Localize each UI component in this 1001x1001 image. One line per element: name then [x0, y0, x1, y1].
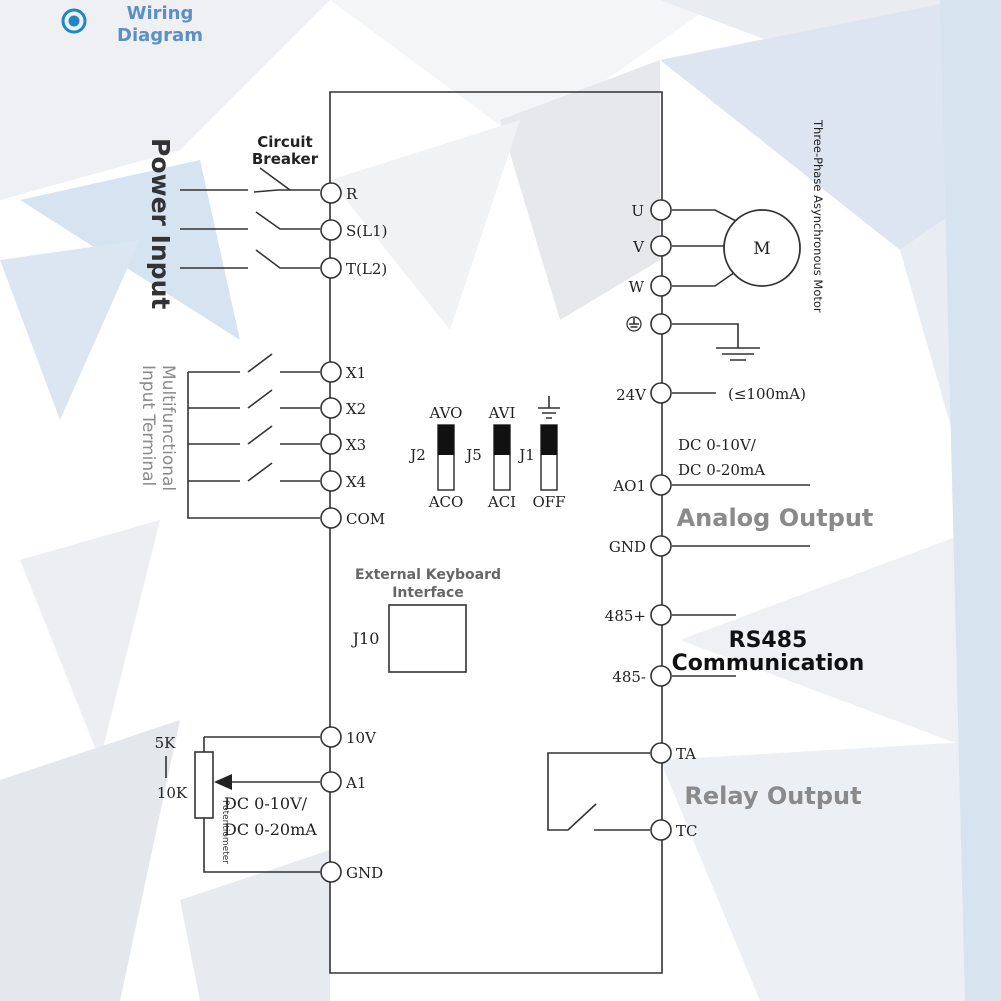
- terminal-24v: [650, 382, 672, 404]
- jumper-j2-top: AVO: [429, 404, 463, 422]
- jumper-j2-id: J2: [408, 446, 426, 464]
- header-bullet-icon: [61, 8, 87, 34]
- relay-output-label: Relay Output: [684, 782, 861, 810]
- jumper-j5-bottom: ACI: [487, 493, 516, 511]
- ai-range-line2: DC 0-20mA: [224, 820, 317, 839]
- terminal-t-label: T(L2): [346, 260, 387, 278]
- terminal-485-plus-label: 485+: [605, 607, 646, 625]
- ao-range-line1: DC 0-10V/: [678, 436, 757, 454]
- terminal-s-label: S(L1): [346, 222, 387, 240]
- keyboard-port: [388, 604, 467, 673]
- terminal-r: [320, 182, 342, 204]
- terminal-gnd-right: [650, 535, 672, 557]
- terminal-w-label: W: [629, 278, 645, 296]
- motor-caption: Three-Phase Asynchronous Motor: [811, 119, 825, 313]
- relay-output-section: TA TC Relay Output: [547, 742, 862, 841]
- jumper-j2-bottom: ACO: [428, 493, 464, 511]
- terminal-485-plus: [650, 604, 672, 626]
- terminal-gnd-right-label: GND: [609, 538, 646, 556]
- motor-section: M Three-Phase Asynchronous Motor U V W: [626, 119, 825, 361]
- terminal-485-minus: [650, 665, 672, 687]
- terminal-x2-label: X2: [346, 400, 366, 418]
- terminal-v-label: V: [632, 238, 645, 256]
- pot-range-bottom: 10K: [157, 784, 188, 802]
- terminal-x4-label: X4: [346, 473, 366, 491]
- keyboard-interface: External Keyboard Interface J10: [351, 567, 501, 673]
- terminal-com: [320, 507, 342, 529]
- terminal-tc-label: TC: [676, 822, 697, 840]
- terminal-x1: [320, 361, 342, 383]
- terminal-s: [320, 219, 342, 241]
- ai-range-line1: DC 0-10V/: [224, 794, 308, 813]
- terminal-ao1: [650, 474, 672, 496]
- terminal-u: [650, 199, 672, 221]
- analog-output-label: Analog Output: [677, 504, 874, 532]
- terminal-x3: [320, 433, 342, 455]
- pot-range-top: 5K: [155, 734, 177, 752]
- header-title-line2: Diagram: [117, 25, 203, 46]
- ao-range-line2: DC 0-20mA: [678, 461, 765, 479]
- potentiometer-wiper-arrow-icon: [214, 774, 232, 790]
- rs485-section: 485+ 485- RS485 Communication: [605, 604, 865, 687]
- terminal-x3-label: X3: [346, 436, 366, 454]
- terminal-r-label: R: [346, 185, 358, 203]
- terminal-x2: [320, 397, 342, 419]
- analog-output-section: DC 0-10V/ DC 0-20mA AO1 GND Analog Outpu…: [609, 436, 874, 557]
- header-title-line1: Wiring: [127, 3, 194, 24]
- potentiometer: [194, 751, 214, 819]
- rs485-label-2: Communication: [672, 651, 865, 676]
- motor-symbol-label: M: [753, 239, 770, 259]
- jumper-j5-top: AVI: [488, 404, 516, 422]
- terminal-earth: [650, 313, 672, 335]
- jumper-group: AVO J2 ACO AVI J5 ACI J1 OFF: [408, 396, 566, 511]
- terminal-10v: [320, 726, 342, 748]
- terminal-x4: [320, 470, 342, 492]
- terminal-x1-label: X1: [346, 364, 366, 382]
- multifunctional-label-1: Multifunctional: [158, 365, 178, 491]
- ground-icon: [538, 396, 560, 419]
- jumper-j5-id: J5: [464, 446, 482, 464]
- motor-symbol: [723, 209, 801, 287]
- terminal-com-label: COM: [346, 510, 385, 528]
- multifunctional-label-2: Input Terminal: [138, 365, 158, 486]
- terminal-ta-label: TA: [676, 745, 696, 763]
- drive-outline: [329, 91, 663, 974]
- terminal-gnd-left-label: GND: [346, 864, 383, 882]
- terminal-24v-label: 24V: [616, 386, 647, 404]
- terminal-a1: [320, 771, 342, 793]
- terminal-ao1-label: AO1: [612, 477, 646, 495]
- potentiometer-label: Potentiometer: [220, 800, 230, 864]
- supply-24v: 24V (≤100mA): [616, 382, 806, 404]
- keyboard-label-2: Interface: [392, 585, 464, 601]
- multifunctional-input-section: Multifunctional Input Terminal X1 X2 X3 …: [138, 353, 385, 529]
- keyboard-id-label: J10: [351, 629, 380, 648]
- terminal-v: [650, 235, 672, 257]
- terminal-w: [650, 275, 672, 297]
- terminal-gnd-left: [320, 861, 342, 883]
- jumper-j1-bottom: OFF: [532, 493, 565, 511]
- terminal-10v-label: 10V: [346, 729, 377, 747]
- terminal-a1-label: A1: [345, 774, 366, 792]
- terminal-t: [320, 257, 342, 279]
- jumper-j1-id: J1: [517, 446, 535, 464]
- terminal-ta: [650, 742, 672, 764]
- terminal-u-label: U: [631, 202, 644, 220]
- circuit-breaker-label-2: Breaker: [252, 150, 319, 168]
- terminal-485-minus-label: 485-: [612, 668, 646, 686]
- power-input-section: Power Input Circuit Breaker R S(L1) T(L2…: [146, 133, 387, 309]
- analog-input-section: 5K 10K Potentiometer DC 0-10V/ DC 0-20mA…: [155, 726, 383, 883]
- keyboard-label-1: External Keyboard: [355, 567, 501, 583]
- header: Wiring Diagram: [61, 3, 203, 46]
- earth-icon: [626, 316, 642, 332]
- terminal-tc: [650, 819, 672, 841]
- supply-limit-label: (≤100mA): [728, 385, 806, 403]
- rs485-label-1: RS485: [729, 628, 808, 653]
- circuit-breaker-label-1: Circuit: [257, 133, 312, 151]
- power-input-label: Power Input: [146, 138, 175, 309]
